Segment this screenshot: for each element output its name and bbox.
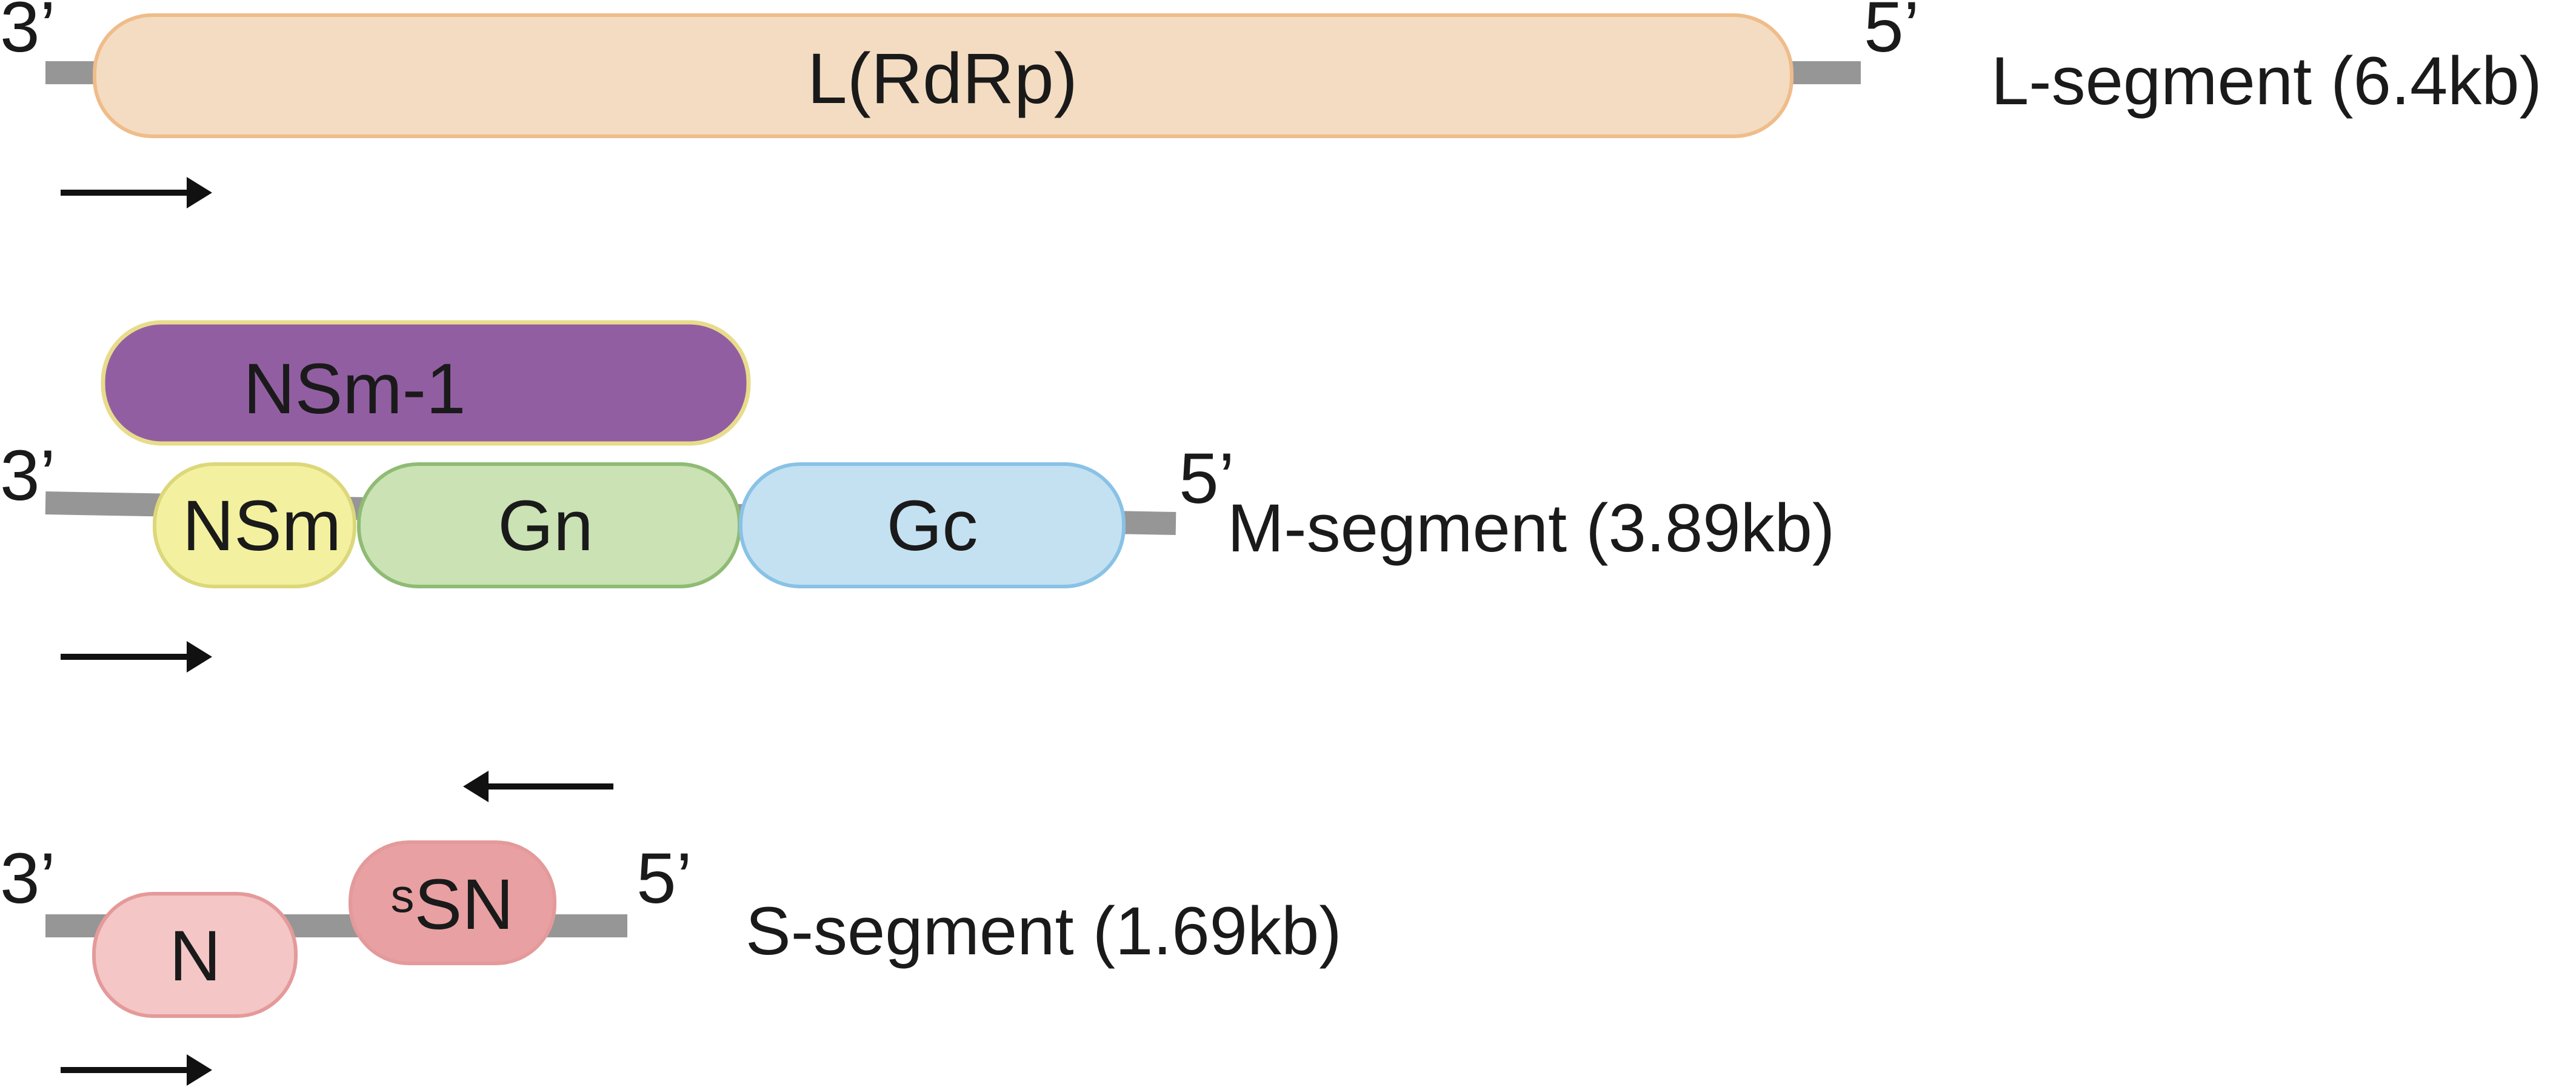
- m-segment-5-prime-end: 5’: [1179, 439, 1235, 519]
- l-segment-5-prime-end: 5’: [1864, 0, 1920, 67]
- m-segment-direction-arrow: [61, 641, 212, 673]
- nsm-gene-box: [153, 462, 356, 588]
- nss-gene-label-main: SN: [415, 865, 514, 945]
- nss-gene-box: [349, 840, 556, 965]
- nss-direction-arrow: [463, 771, 613, 802]
- nss-gene-label: sSN: [391, 865, 514, 945]
- l-segment-3-prime-end: 3’: [0, 0, 56, 67]
- nsm1-gene-box: [101, 320, 751, 446]
- gc-gene-label: Gc: [887, 486, 978, 566]
- s-segment-group: N sSN 3’ 5’ S-segment (1.69kb): [0, 771, 1342, 1086]
- l-rdrp-gene-label: L(RdRp): [807, 39, 1078, 119]
- l-segment-direction-arrow: [61, 177, 212, 208]
- nss-gene-label-superscript: s: [391, 869, 415, 922]
- s-segment-label: S-segment (1.69kb): [746, 893, 1342, 969]
- s-segment-3-prime-end: 3’: [0, 839, 56, 919]
- l-segment-group: L(RdRp) 3’ 5’ L-segment (6.4kb): [0, 0, 2542, 208]
- m-segment-group: NSm-1 NSm Gn Gc 3’ 5’ M-segment (3.89kb): [0, 320, 1835, 673]
- l-rdrp-gene-box: [93, 13, 1794, 138]
- m-segment-label: M-segment (3.89kb): [1227, 490, 1835, 566]
- gn-gene-label: Gn: [498, 486, 593, 566]
- gc-gene-box: [739, 462, 1126, 588]
- n-gene-label: N: [169, 916, 221, 996]
- l-segment-label: L-segment (6.4kb): [1991, 43, 2542, 119]
- m-segment-3-prime-end: 3’: [0, 436, 56, 516]
- n-gene-box: [92, 892, 298, 1018]
- nsm-gene-label: NSm: [182, 486, 341, 566]
- nsm1-gene-label: NSm-1: [243, 349, 465, 429]
- s-segment-5-prime-end: 5’: [636, 839, 692, 919]
- s-segment-direction-arrow: [61, 1054, 212, 1086]
